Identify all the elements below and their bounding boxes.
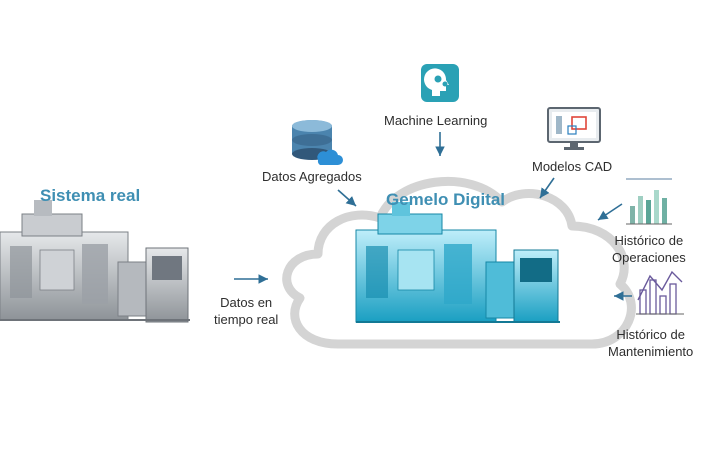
real-system-title: Sistema real xyxy=(40,186,141,205)
realtime-data-label: Datos en tiempo real xyxy=(214,294,278,328)
machine-learning-label: Machine Learning xyxy=(384,113,488,128)
digital-twin-machine-image xyxy=(355,202,560,323)
aggregated-data-label: Datos Agregados xyxy=(262,169,362,184)
monitor-cad-icon xyxy=(547,107,601,150)
digital-twin-title: Gemelo Digital xyxy=(386,190,506,209)
arrow-cad xyxy=(539,177,555,199)
database-cloud-icon xyxy=(292,120,343,165)
operations-history-line1: Histórico de xyxy=(614,233,684,248)
maintenance-history-line2: Mantenimiento xyxy=(608,344,694,359)
real-machine-image xyxy=(0,200,190,323)
line-bar-chart-icon xyxy=(636,270,684,315)
operations-history-label: Histórico de Operaciones xyxy=(612,232,686,266)
operations-history-line2: Operaciones xyxy=(612,250,686,265)
brain-gears-icon xyxy=(421,64,459,102)
realtime-data-label-line2: tiempo real xyxy=(214,312,279,327)
maintenance-history-label: Histórico de Mantenimiento xyxy=(608,326,693,360)
bar-chart-icon xyxy=(626,178,672,225)
cad-models-label: Modelos CAD xyxy=(532,159,613,174)
realtime-data-label-line1: Datos en xyxy=(220,295,273,310)
cloud-outline xyxy=(282,176,636,349)
arrow-aggregated xyxy=(337,189,357,207)
arrow-operations xyxy=(597,203,623,221)
maintenance-history-line1: Histórico de xyxy=(616,327,685,342)
